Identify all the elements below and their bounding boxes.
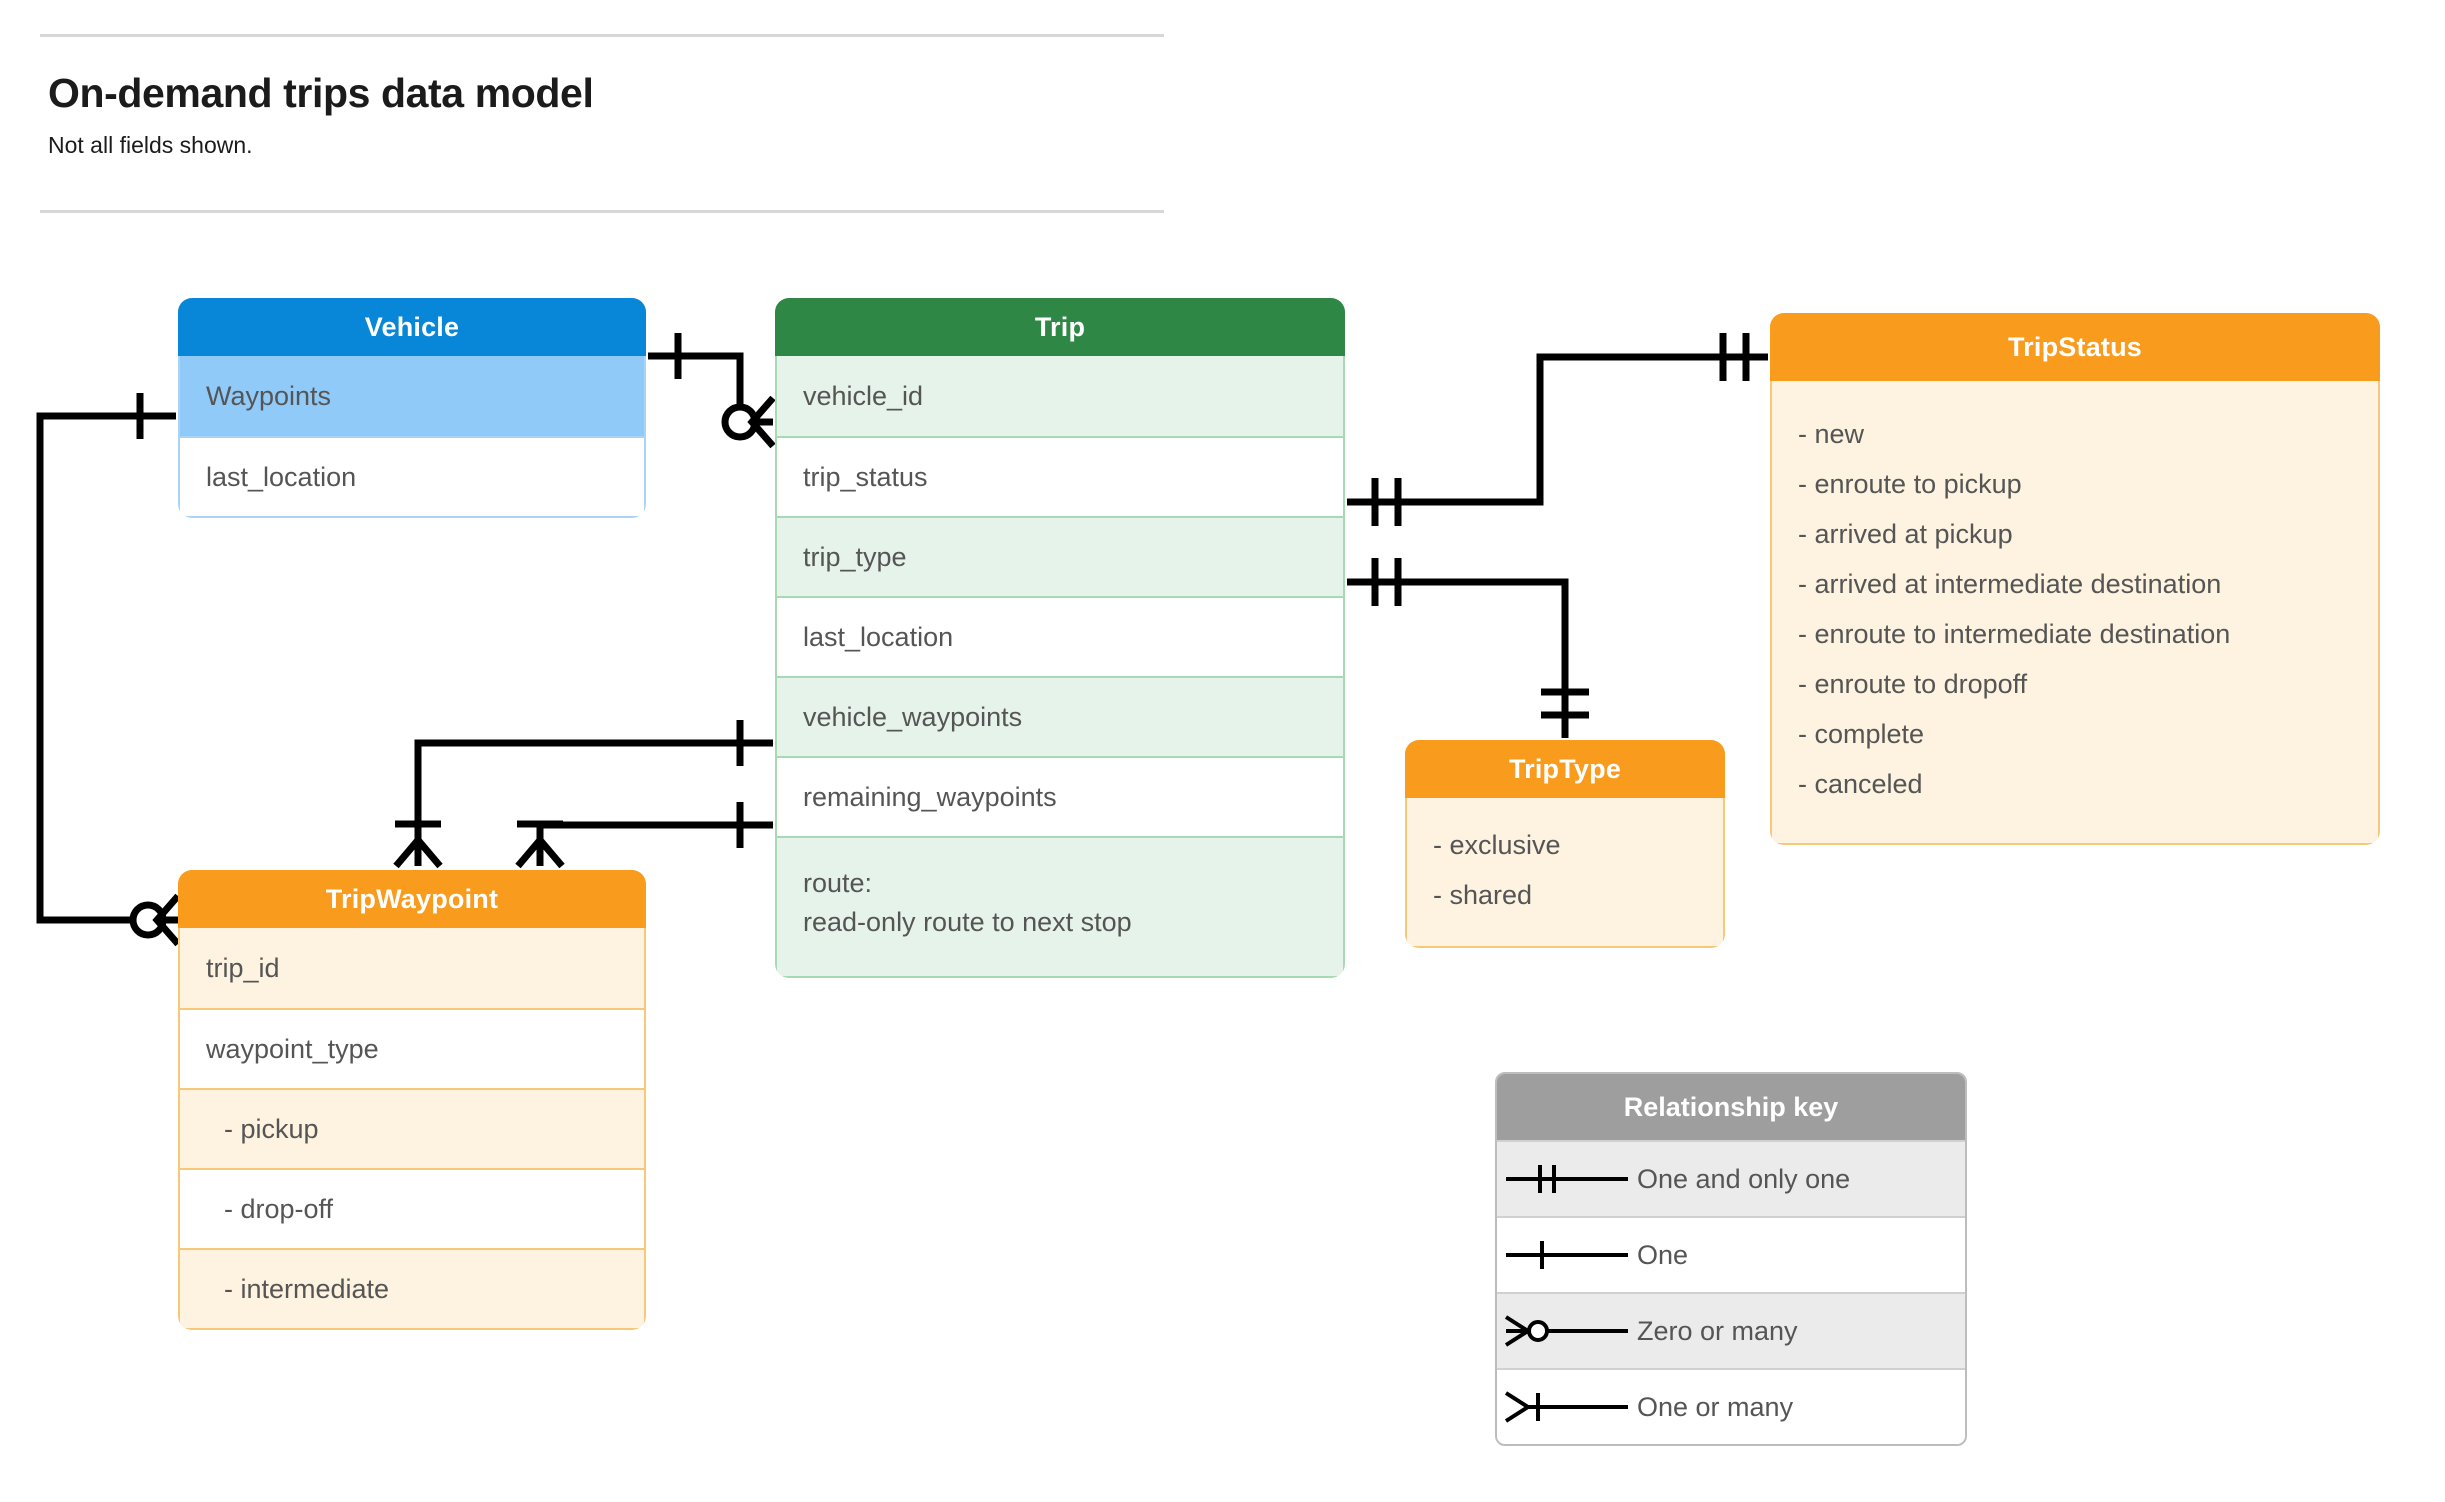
- entity-trip-title: Trip: [775, 298, 1345, 356]
- entity-vehicle[interactable]: Vehicle Waypoints last_location: [178, 298, 646, 518]
- page-subtitle: Not all fields shown.: [48, 132, 253, 158]
- crowfoot-remaining-waypoints: [515, 834, 565, 869]
- legend-row-one-and-only-one: One and only one: [1497, 1140, 1965, 1216]
- field-trip-route-label: route:: [803, 868, 873, 898]
- entity-triptype[interactable]: TripType - exclusive - shared: [1405, 740, 1725, 948]
- tripstatus-value-enroute-intermediate: - enroute to intermediate destination: [1798, 619, 2231, 649]
- field-vehicle-last-location[interactable]: last_location: [180, 436, 644, 516]
- legend-row-zero-or-many: Zero or many: [1497, 1292, 1965, 1368]
- one-icon: [1497, 1235, 1637, 1275]
- field-trip-remaining-waypoints[interactable]: remaining_waypoints: [777, 756, 1343, 836]
- field-trip-route[interactable]: route: read-only route to next stop: [777, 836, 1343, 976]
- entity-triptype-values: - exclusive - shared: [1405, 798, 1725, 948]
- entity-tripstatus-title: TripStatus: [1770, 313, 2380, 381]
- page-title: On-demand trips data model: [48, 70, 594, 116]
- entity-triptype-title: TripType: [1405, 740, 1725, 798]
- tripstatus-value-arrived-intermediate: - arrived at intermediate destination: [1798, 569, 2222, 599]
- crowfoot-waypoints: [152, 893, 181, 947]
- header-divider-bottom: [40, 210, 1164, 213]
- tripstatus-value-enroute-pickup: - enroute to pickup: [1798, 469, 2022, 499]
- field-trip-vehicle-id[interactable]: vehicle_id: [777, 356, 1343, 436]
- one-and-only-one-icon: [1497, 1159, 1637, 1199]
- field-tripwaypoint-waypoint-type[interactable]: waypoint_type: [180, 1008, 644, 1088]
- connector-triptype: [1347, 578, 1569, 738]
- connector-waypoints-to-tripwaypoint: [36, 412, 176, 924]
- field-vehicle-waypoints[interactable]: Waypoints: [180, 356, 644, 436]
- legend-label-one: One: [1637, 1239, 1689, 1270]
- zero-circle-waypoints: [129, 901, 167, 939]
- field-trip-last-location[interactable]: last_location: [777, 596, 1343, 676]
- zero-or-many-icon: [1497, 1311, 1637, 1351]
- entity-tripwaypoint-title: TripWaypoint: [178, 870, 646, 928]
- connector-vehicle-to-trip: [648, 352, 773, 426]
- tripstatus-value-enroute-dropoff: - enroute to dropoff: [1798, 669, 2028, 699]
- connector-tripstatus: [1347, 353, 1768, 506]
- field-trip-trip-status[interactable]: trip_status: [777, 436, 1343, 516]
- triptype-value-exclusive: - exclusive: [1433, 830, 1561, 860]
- tripstatus-value-arrived-pickup: - arrived at pickup: [1798, 519, 2013, 549]
- field-trip-trip-type[interactable]: trip_type: [777, 516, 1343, 596]
- crowfoot-vehicle-waypoints: [393, 834, 443, 869]
- legend-row-one-or-many: One or many: [1497, 1368, 1965, 1444]
- field-tripwaypoint-trip-id[interactable]: trip_id: [180, 928, 644, 1008]
- connector-remaining-waypoints: [536, 821, 773, 866]
- legend-label-zero-or-many: Zero or many: [1637, 1315, 1798, 1346]
- entity-tripstatus-values: - new - enroute to pickup - arrived at p…: [1770, 381, 2380, 845]
- legend-label-one-and-only-one: One and only one: [1637, 1163, 1851, 1194]
- one-or-many-icon: [1497, 1387, 1637, 1427]
- field-tripwaypoint-dropoff[interactable]: - drop-off: [180, 1168, 644, 1248]
- legend-row-one: One: [1497, 1216, 1965, 1292]
- entity-tripwaypoint[interactable]: TripWaypoint trip_id waypoint_type - pic…: [178, 870, 646, 1330]
- zero-circle-vehicle-trip: [721, 403, 759, 441]
- field-trip-route-sublabel: read-only route to next stop: [803, 907, 1132, 938]
- triptype-value-shared: - shared: [1433, 880, 1533, 910]
- field-tripwaypoint-pickup[interactable]: - pickup: [180, 1088, 644, 1168]
- entity-vehicle-title: Vehicle: [178, 298, 646, 356]
- tripstatus-value-new: - new: [1798, 419, 1865, 449]
- legend-title: Relationship key: [1497, 1074, 1965, 1140]
- field-trip-vehicle-waypoints[interactable]: vehicle_waypoints: [777, 676, 1343, 756]
- tripstatus-value-complete: - complete: [1798, 719, 1925, 749]
- entity-trip[interactable]: Trip vehicle_id trip_status trip_type la…: [775, 298, 1345, 978]
- legend-label-one-or-many: One or many: [1637, 1391, 1794, 1422]
- crowfoot-vehicle-trip: [747, 395, 776, 449]
- header-divider-top: [40, 34, 1164, 37]
- entity-tripwaypoint-fields: trip_id waypoint_type - pickup - drop-of…: [178, 928, 646, 1330]
- field-tripwaypoint-intermediate[interactable]: - intermediate: [180, 1248, 644, 1328]
- entity-vehicle-fields: Waypoints last_location: [178, 356, 646, 518]
- connector-vehicle-waypoints: [414, 739, 773, 866]
- tripstatus-value-canceled: - canceled: [1798, 769, 1923, 799]
- entity-tripstatus[interactable]: TripStatus - new - enroute to pickup - a…: [1770, 313, 2380, 845]
- relationship-key-legend: Relationship key One and only one One: [1495, 1072, 1967, 1446]
- entity-trip-fields: vehicle_id trip_status trip_type last_lo…: [775, 356, 1345, 978]
